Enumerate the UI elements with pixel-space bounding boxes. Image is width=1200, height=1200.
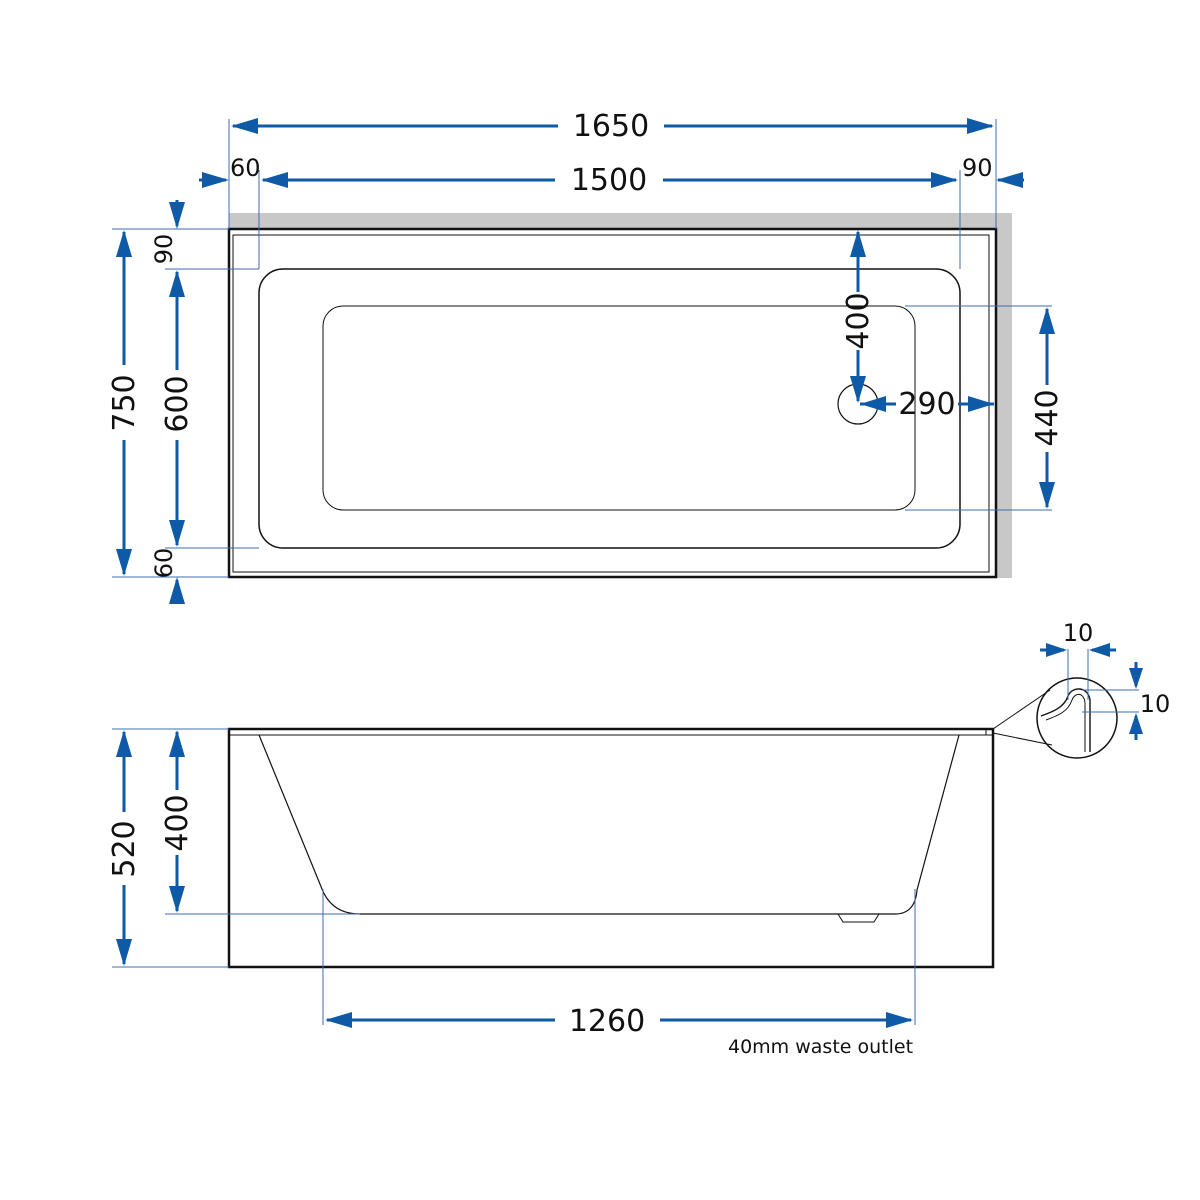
label-left-rim: 60 xyxy=(230,154,261,182)
label-bottom-rim: 60 xyxy=(150,548,178,579)
plan-view xyxy=(227,213,1012,579)
side-dimension-lines xyxy=(116,730,913,1028)
label-floor-width: 440 xyxy=(1030,389,1065,446)
plan-dimension-labels: 1650 1500 60 90 750 600 90 60 400 290 44… xyxy=(107,109,1065,578)
tub-side-outline xyxy=(227,727,995,969)
rim-detail-profile xyxy=(1040,688,1091,752)
wall-shading xyxy=(229,213,1012,578)
side-extension-lines xyxy=(112,728,916,1025)
rim-detail-circle xyxy=(1036,677,1118,759)
rim-detail: 10 10 xyxy=(992,619,1171,759)
label-rim-detail-height: 10 xyxy=(1140,690,1171,718)
label-rim-detail-width: 10 xyxy=(1063,619,1094,647)
rim-detail-profile-inner xyxy=(1045,693,1086,752)
label-waste-from-top: 400 xyxy=(841,292,876,349)
side-dimension-labels: 520 400 1260 40mm waste outlet xyxy=(107,794,913,1058)
plan-dimension-lines xyxy=(116,118,1055,604)
label-waste-note: 40mm waste outlet xyxy=(728,1036,913,1058)
plan-extension-lines xyxy=(112,119,1052,578)
label-overall-height: 520 xyxy=(107,820,142,877)
label-floor-length: 1260 xyxy=(569,1004,645,1039)
label-inner-depth: 400 xyxy=(160,794,195,851)
tub-basin-profile xyxy=(258,734,960,915)
label-overall-width: 750 xyxy=(107,374,142,431)
tub-basin-floor xyxy=(322,305,916,511)
label-inner-length: 1500 xyxy=(571,163,647,198)
label-waste-from-end: 290 xyxy=(898,387,955,422)
label-inner-width: 600 xyxy=(160,375,195,432)
label-right-rim: 90 xyxy=(962,154,993,182)
waste-outlet-side xyxy=(837,913,880,923)
label-top-rim: 90 xyxy=(150,234,178,265)
side-view xyxy=(227,727,995,969)
tub-basin-opening xyxy=(258,268,961,549)
label-overall-length: 1650 xyxy=(573,109,649,144)
tub-outer-rim xyxy=(227,227,998,579)
